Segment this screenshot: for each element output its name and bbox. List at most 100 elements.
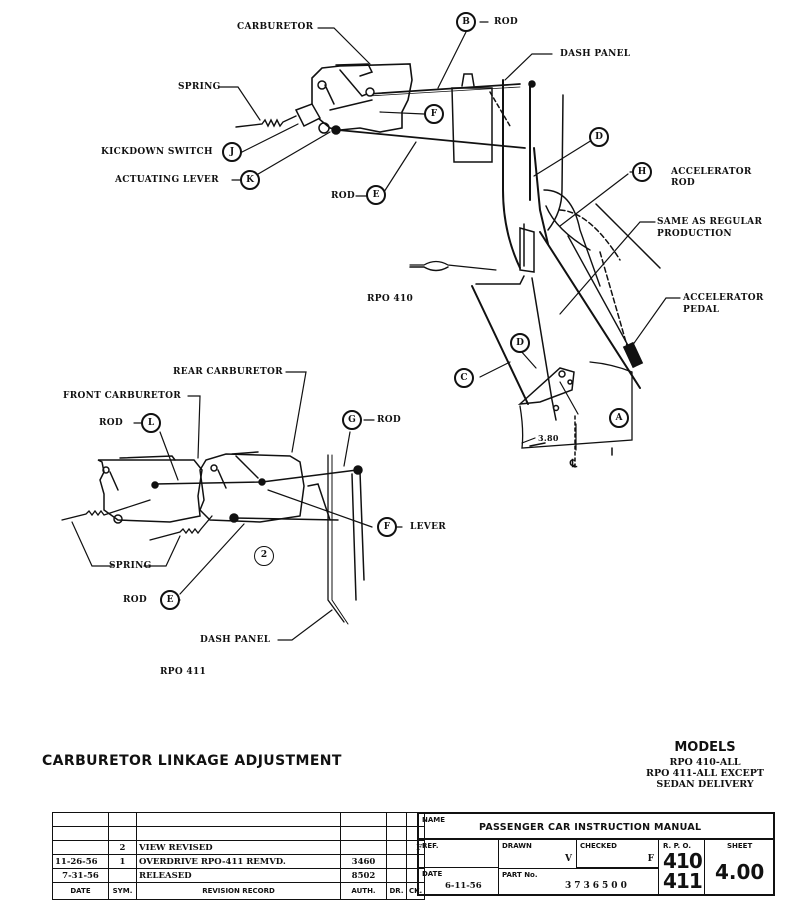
- rev-sym: [108, 826, 137, 841]
- front-carburetor-body: [97, 459, 203, 523]
- label-rpo411: RPO 411: [160, 667, 207, 677]
- rev-sym: [108, 868, 137, 883]
- callout-a: A: [609, 408, 629, 428]
- label-accelerator-rod-2: ROD: [671, 178, 696, 188]
- rev-dr: [386, 854, 407, 869]
- label-rpo410: RPO 410: [367, 294, 414, 304]
- rev-date: [52, 826, 109, 841]
- date-label: DATE: [422, 870, 443, 878]
- sheet-cell: SHEET 4.00: [705, 840, 773, 894]
- callout-h: H: [632, 162, 652, 182]
- title-block: NAME PASSENGER CAR INSTRUCTION MANUAL RE…: [417, 812, 775, 896]
- spring-front: [61, 499, 151, 521]
- rod-g: [261, 469, 358, 483]
- rev-date: [52, 840, 109, 855]
- rear-carburetor-body: [199, 453, 305, 523]
- callout-f-bottom: F: [377, 517, 397, 537]
- accelerator-rod: [533, 147, 549, 245]
- table-row: [52, 826, 426, 841]
- dash-panel-top: [502, 79, 521, 269]
- rev-record: [136, 826, 341, 841]
- sheet-value: 4.00: [715, 860, 765, 884]
- label-rod-e-top: ROD: [331, 191, 356, 201]
- rod-e-bottom: [233, 517, 339, 521]
- callout-f-top: F: [424, 104, 444, 124]
- callout-j: J: [222, 142, 242, 162]
- callout-d-top: D: [589, 127, 609, 147]
- header-dr: DR.: [386, 882, 407, 900]
- rpo-value-411: 411: [663, 869, 703, 893]
- label-same-as-2: PRODUCTION: [657, 229, 732, 239]
- rev-record: VIEW REVISED: [136, 840, 341, 855]
- rod-e: [337, 129, 526, 149]
- label-accelerator-pedal-2: PEDAL: [683, 305, 720, 315]
- rev-sym: 2: [108, 840, 137, 855]
- models-heading: MODELS: [674, 740, 736, 755]
- callout-c: C: [454, 368, 474, 388]
- kickdown-switch-body: [294, 103, 322, 128]
- rev-date: [52, 812, 109, 827]
- rev-dr: [386, 826, 407, 841]
- checked-label: CHECKED: [580, 842, 617, 850]
- rev-sym: [108, 812, 137, 827]
- callout-e-top: E: [366, 185, 386, 205]
- dash-panel-bottom: [327, 454, 345, 623]
- label-carburetor: CARBURETOR: [237, 22, 314, 32]
- label-spring-top: SPRING: [178, 82, 221, 92]
- date-value: 6-11-56: [445, 881, 482, 891]
- leader-lines: [71, 21, 681, 641]
- ref-label: REF.: [422, 842, 439, 850]
- callout-e-bottom: E: [160, 590, 180, 610]
- view-number-2: 2: [254, 546, 274, 566]
- rev-dr: [386, 812, 407, 827]
- rev-date: 11-26-56: [52, 854, 109, 869]
- name-cell: NAME PASSENGER CAR INSTRUCTION MANUAL: [419, 814, 773, 840]
- checked-value: F: [647, 854, 654, 864]
- name-label: NAME: [422, 816, 446, 824]
- label-rod-e-bottom: ROD: [123, 595, 148, 605]
- accelerator-pedal-arm: [539, 231, 641, 389]
- rev-date: 7-31-56: [52, 868, 109, 883]
- label-dimension: 3.80: [538, 433, 559, 443]
- label-dash-panel-bottom: DASH PANEL: [200, 635, 271, 645]
- spring-top: [235, 115, 297, 128]
- rpo411-assembly: [61, 451, 365, 625]
- rev-ck: F: [405, 840, 426, 855]
- label-actuating-lever: ACTUATING LEVER: [115, 175, 219, 185]
- models-line: RPO 410-ALL: [669, 757, 741, 768]
- drawing-title: CARBURETOR LINKAGE ADJUSTMENT: [42, 753, 342, 769]
- part-value: 3736500: [565, 881, 630, 891]
- ref-cell: REF.: [419, 840, 499, 868]
- label-spring-bottom: SPRING: [109, 561, 152, 571]
- part-number-cell: PART No. 3736500: [499, 868, 659, 894]
- models-line: RPO 411-ALL EXCEPT: [646, 768, 764, 779]
- label-accelerator-rod-1: ACCELERATOR: [671, 167, 752, 177]
- rev-auth: 8502: [340, 868, 387, 883]
- rev-auth: 3460: [340, 854, 387, 869]
- callout-b-top: B: [456, 12, 476, 32]
- rpo-cell: R. P. O. 410 411: [659, 840, 705, 894]
- rev-sym: 1: [108, 854, 137, 869]
- rev-record: OVERDRIVE RPO-411 REMVD.: [136, 854, 341, 869]
- label-rod-g: ROD: [377, 415, 402, 425]
- callout-d-bottom: D: [510, 333, 530, 353]
- rev-auth: [340, 826, 387, 841]
- rev-record: RELEASED: [136, 868, 341, 883]
- label-rod-l: ROD: [99, 418, 124, 428]
- checked-cell: CHECKED F: [577, 840, 659, 868]
- header-auth: AUTH.: [340, 882, 387, 900]
- rev-dr: [386, 840, 407, 855]
- rpo-value-410: 410: [663, 849, 703, 873]
- label-lever-f: LEVER: [410, 522, 447, 532]
- centerline-symbol: ℄: [570, 457, 578, 470]
- rod-c: [471, 285, 529, 405]
- label-rod-b: ROD: [494, 17, 519, 27]
- rod-l: [154, 481, 263, 485]
- rpo-label: R. P. O.: [663, 842, 692, 850]
- header-revision-record: REVISION RECORD: [136, 882, 341, 900]
- label-rear-carburetor: REAR CARBURETOR: [173, 367, 283, 377]
